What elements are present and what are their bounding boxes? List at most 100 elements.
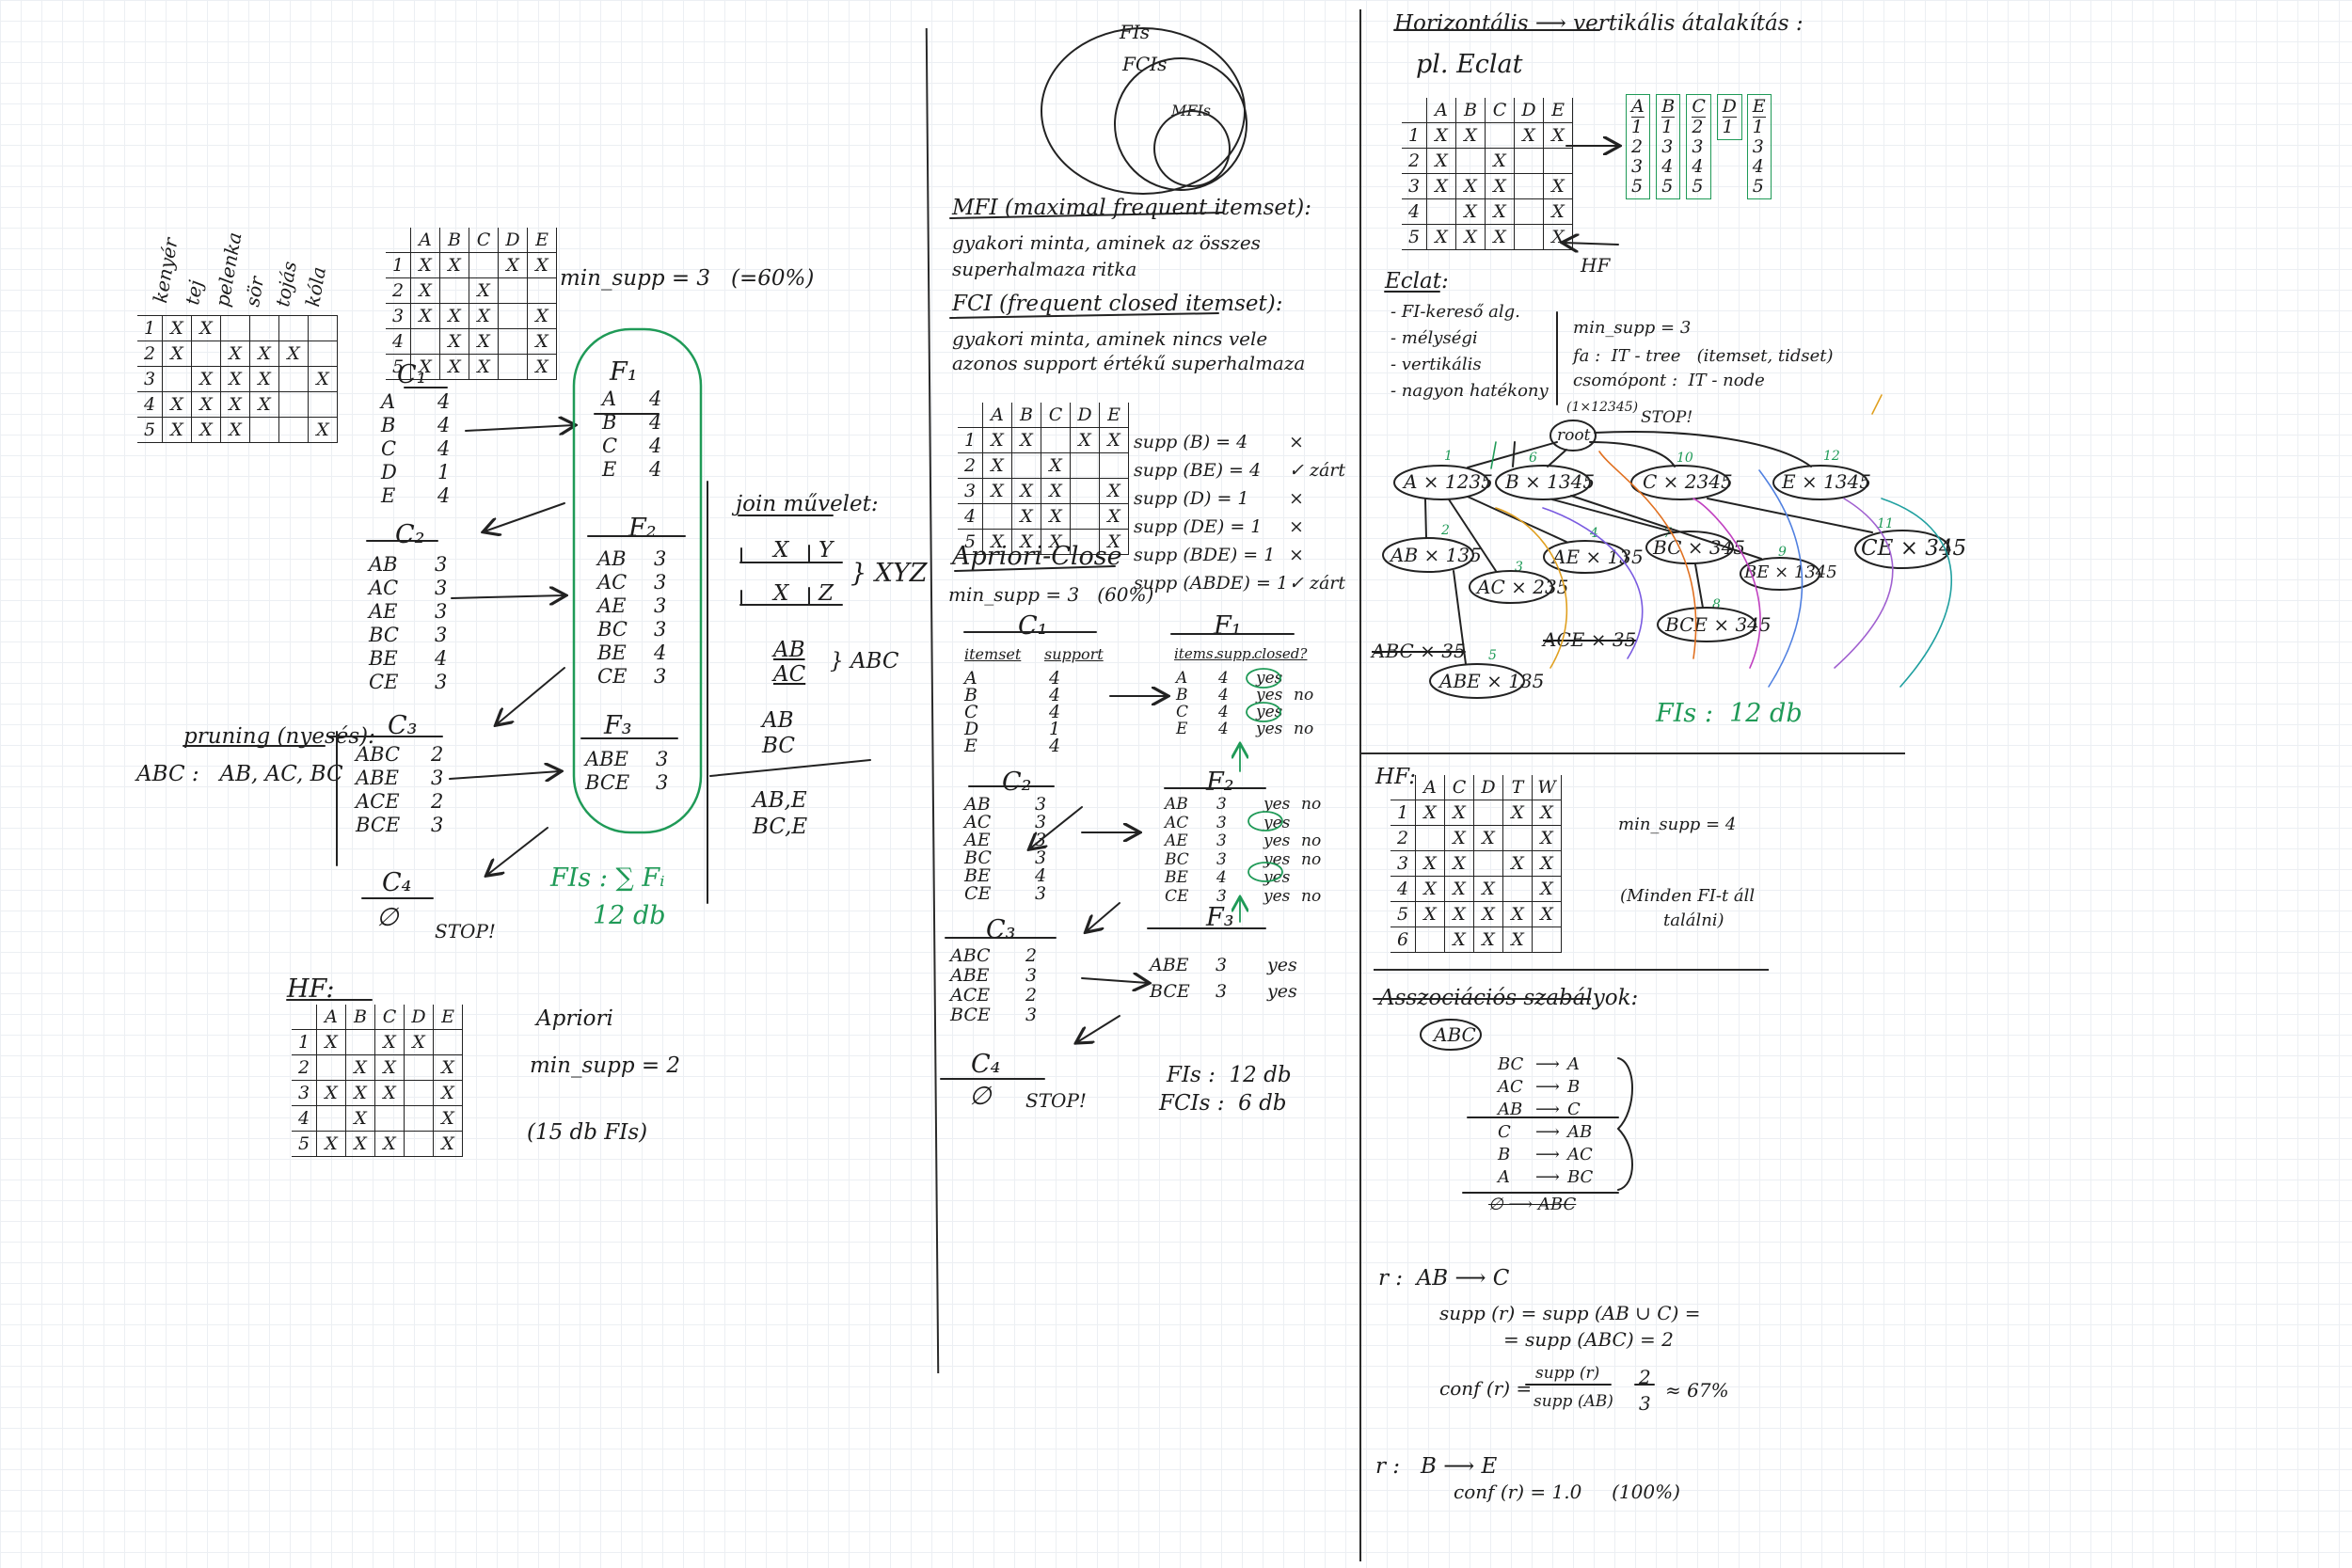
- list-cell: 4: [1218, 720, 1229, 738]
- tidset-value: 2: [1692, 117, 1704, 137]
- tidset-value: 5: [1752, 176, 1764, 197]
- table-cell: [1485, 122, 1515, 149]
- table-row-id: 4: [1391, 876, 1416, 902]
- arrow-c2-f2: [451, 595, 564, 598]
- list-cell: BCE: [585, 771, 630, 794]
- list-cell: 3: [1025, 965, 1038, 986]
- rule-arrow-icon: ⟶: [1535, 1100, 1560, 1119]
- tree-node-E: E × 1345: [1782, 470, 1871, 493]
- rule-lhs: B: [1498, 1145, 1511, 1164]
- list-cell: 4: [649, 458, 662, 481]
- list-cell: 3: [654, 594, 667, 617]
- list-cell: 3: [1216, 886, 1227, 906]
- list-cell: 1: [1049, 719, 1061, 739]
- ac-f2-title: F₂: [1206, 768, 1234, 797]
- table-cell: X: [1444, 850, 1474, 877]
- list-cell: E: [381, 484, 396, 507]
- f1-title: F₁: [610, 357, 638, 387]
- tree-order-11: 11: [1877, 516, 1894, 531]
- tidset-header: E: [1752, 96, 1766, 118]
- table-cell: X: [982, 452, 1012, 479]
- list-cell: no: [1301, 849, 1322, 869]
- list-cell: 2: [431, 790, 444, 813]
- apriori-label: Apriori: [536, 1006, 613, 1031]
- hf2-minsupp: min_supp = 4: [1618, 815, 1737, 834]
- eclat-fis: FIs : 12 db: [1656, 699, 1803, 728]
- rule-rhs: B: [1567, 1077, 1581, 1097]
- table-cell: X: [1455, 224, 1486, 250]
- table-cell: X: [410, 354, 440, 380]
- assoc-rule: A⟶BC: [1498, 1166, 1593, 1189]
- table-row-id: 2: [137, 341, 163, 367]
- list-cell: 3: [431, 814, 444, 836]
- table-cell: [345, 1029, 375, 1055]
- table-cell: X: [1041, 478, 1071, 504]
- column-divider-2: [1359, 9, 1361, 1561]
- list-cell: 1: [437, 461, 451, 483]
- list-cell: AB: [597, 547, 627, 570]
- table-row-id: 1: [292, 1029, 317, 1055]
- table-col-header: E: [527, 228, 557, 253]
- table-cell: X: [1041, 529, 1071, 555]
- fci-desc-1: gyakori minta, aminek nincs vele: [952, 327, 1268, 350]
- rule-arrow-icon: ⟶: [1535, 1167, 1560, 1187]
- list-cell: AC: [964, 812, 992, 832]
- fci-title: FCI (frequent closed itemset):: [952, 292, 1283, 316]
- table-row-id: 5: [1402, 224, 1427, 250]
- rule-arrow-icon: ⟶: [1535, 1122, 1560, 1142]
- table-col-header: E: [433, 1005, 463, 1030]
- join-bc2: BC: [762, 734, 795, 758]
- tree-order-1: 1: [1444, 449, 1453, 464]
- list-cell: CE: [369, 671, 399, 693]
- f3-title: F₃: [604, 711, 632, 740]
- rule-r-label: r : AB ⟶ C: [1378, 1266, 1510, 1291]
- tidset-value: 5: [1661, 176, 1674, 197]
- list-cell: CE: [964, 883, 992, 904]
- list-cell: 4: [649, 435, 662, 457]
- list-cell: ABC: [356, 743, 401, 766]
- rule-arrow-icon: ⟶: [1535, 1145, 1560, 1164]
- list-cell: AC: [369, 577, 399, 599]
- eclat-minsupp: min_supp = 3: [1573, 318, 1692, 338]
- table-cell: X: [1070, 427, 1100, 453]
- tree-node-CE: CE × 345: [1861, 536, 1967, 561]
- rule-arrow-icon: ⟶: [1535, 1054, 1560, 1074]
- tidset-header: A: [1631, 96, 1645, 118]
- list-cell: BE: [369, 647, 398, 670]
- list-cell: A: [381, 390, 396, 413]
- tree-node-B: B × 1345: [1505, 470, 1596, 493]
- aclose-minsupp: min_supp = 3 (60%): [948, 583, 1154, 606]
- list-cell: E: [602, 458, 617, 481]
- table-cell: [1502, 825, 1533, 851]
- table-cell: X: [1415, 800, 1445, 826]
- list-cell: 3: [1035, 812, 1047, 832]
- table-row-id: 1: [137, 315, 163, 341]
- list-cell: 2: [1025, 945, 1038, 966]
- rule-r2-label: r : B ⟶ E: [1375, 1454, 1498, 1479]
